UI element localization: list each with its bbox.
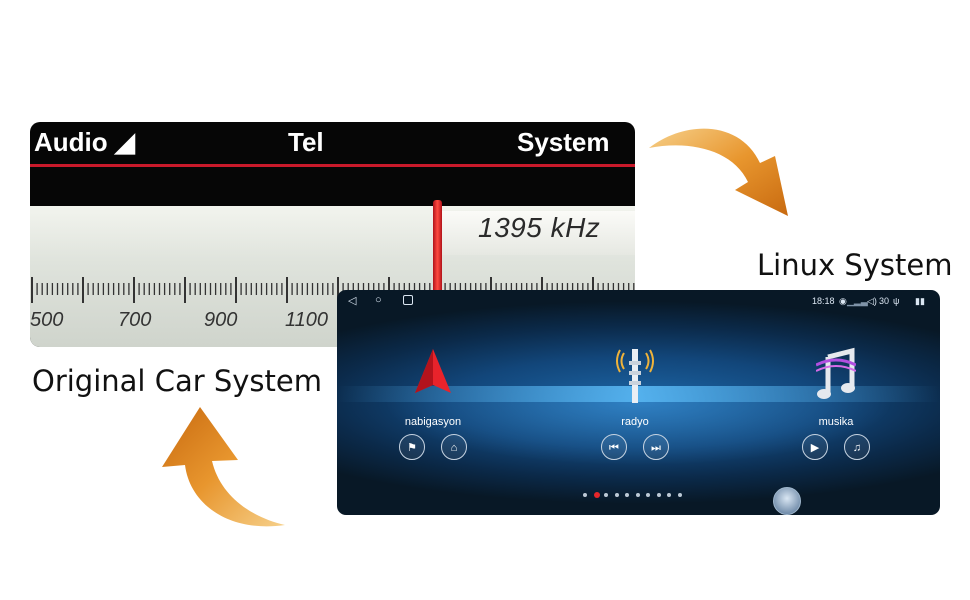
linux-system-label: Linux System — [757, 248, 953, 282]
volume-icon: ◁) — [867, 296, 877, 306]
app-label: musika — [818, 416, 854, 428]
previous-button[interactable]: ⏮ — [601, 434, 627, 460]
volume-level: 30 — [879, 296, 890, 306]
audio-tab: Audio ◢ — [34, 127, 135, 157]
original-car-system-label: Original Car System — [32, 364, 322, 398]
curved-arrow-icon — [162, 407, 285, 527]
page-dot[interactable] — [667, 493, 671, 497]
scale-label: 900 — [204, 309, 238, 331]
flag-button[interactable]: ⚑ — [399, 434, 425, 460]
page-dot[interactable] — [593, 492, 600, 498]
page-dot[interactable] — [583, 493, 587, 497]
next-button[interactable]: ⏭ — [643, 434, 669, 460]
status-bar: ◁ ○ 18:18 ◉ ▁▂▃ ◁) 30 ψ ▮▮ — [337, 290, 940, 312]
page-dot[interactable] — [604, 493, 608, 497]
page-dot[interactable] — [677, 493, 682, 497]
original-car-screen: Audio ◢ Tel System 1395 kHz 500 700 900 … — [30, 122, 635, 347]
curved-arrow-icon — [649, 128, 788, 216]
frequency-box — [440, 211, 635, 255]
app-label: nabigasyon — [404, 416, 462, 428]
home-icon[interactable]: ○ — [375, 294, 382, 306]
page-dot[interactable] — [646, 493, 650, 497]
original-header: Audio ◢ Tel System — [30, 122, 635, 164]
avatar[interactable] — [773, 487, 801, 515]
back-icon[interactable]: ◁ — [348, 295, 357, 307]
horizon-glow — [337, 386, 940, 402]
music-note-icon — [816, 347, 856, 399]
status-time: 18:18 — [812, 296, 835, 306]
location-icon: ◉ — [839, 296, 847, 306]
header-divider — [30, 164, 635, 167]
home-nav-button[interactable]: ⌂ — [441, 434, 467, 460]
page-dot[interactable] — [656, 493, 661, 497]
recent-apps-icon[interactable] — [403, 295, 413, 305]
page-dot[interactable] — [635, 493, 640, 497]
system-tab: System — [517, 127, 610, 157]
tuner-needle — [433, 200, 442, 347]
navigation-arrow-icon — [415, 349, 451, 393]
scale-label: 1100 — [285, 309, 329, 331]
play-button[interactable]: ▶ — [802, 434, 828, 460]
scale-label: 700 — [118, 309, 152, 331]
page-dot[interactable] — [625, 493, 629, 497]
page-dot[interactable] — [614, 493, 619, 497]
usb-icon: ψ — [893, 296, 900, 306]
linux-head-unit-screen: ◁ ○ 18:18 ◉ ▁▂▃ ◁) 30 ψ ▮▮ nabigasyon ⚑ … — [337, 290, 940, 515]
app-label: radyo — [621, 416, 649, 428]
radio-tower-icon — [616, 349, 654, 403]
signal-icon: ▁▂▃ — [847, 296, 868, 306]
scale-label: 500 — [30, 309, 64, 331]
music-settings-button[interactable]: ♫ — [844, 434, 870, 460]
frequency-readout: 1395 kHz — [478, 212, 601, 243]
tel-tab: Tel — [288, 127, 324, 157]
split-screen-icon[interactable]: ▮▮ — [915, 296, 925, 306]
